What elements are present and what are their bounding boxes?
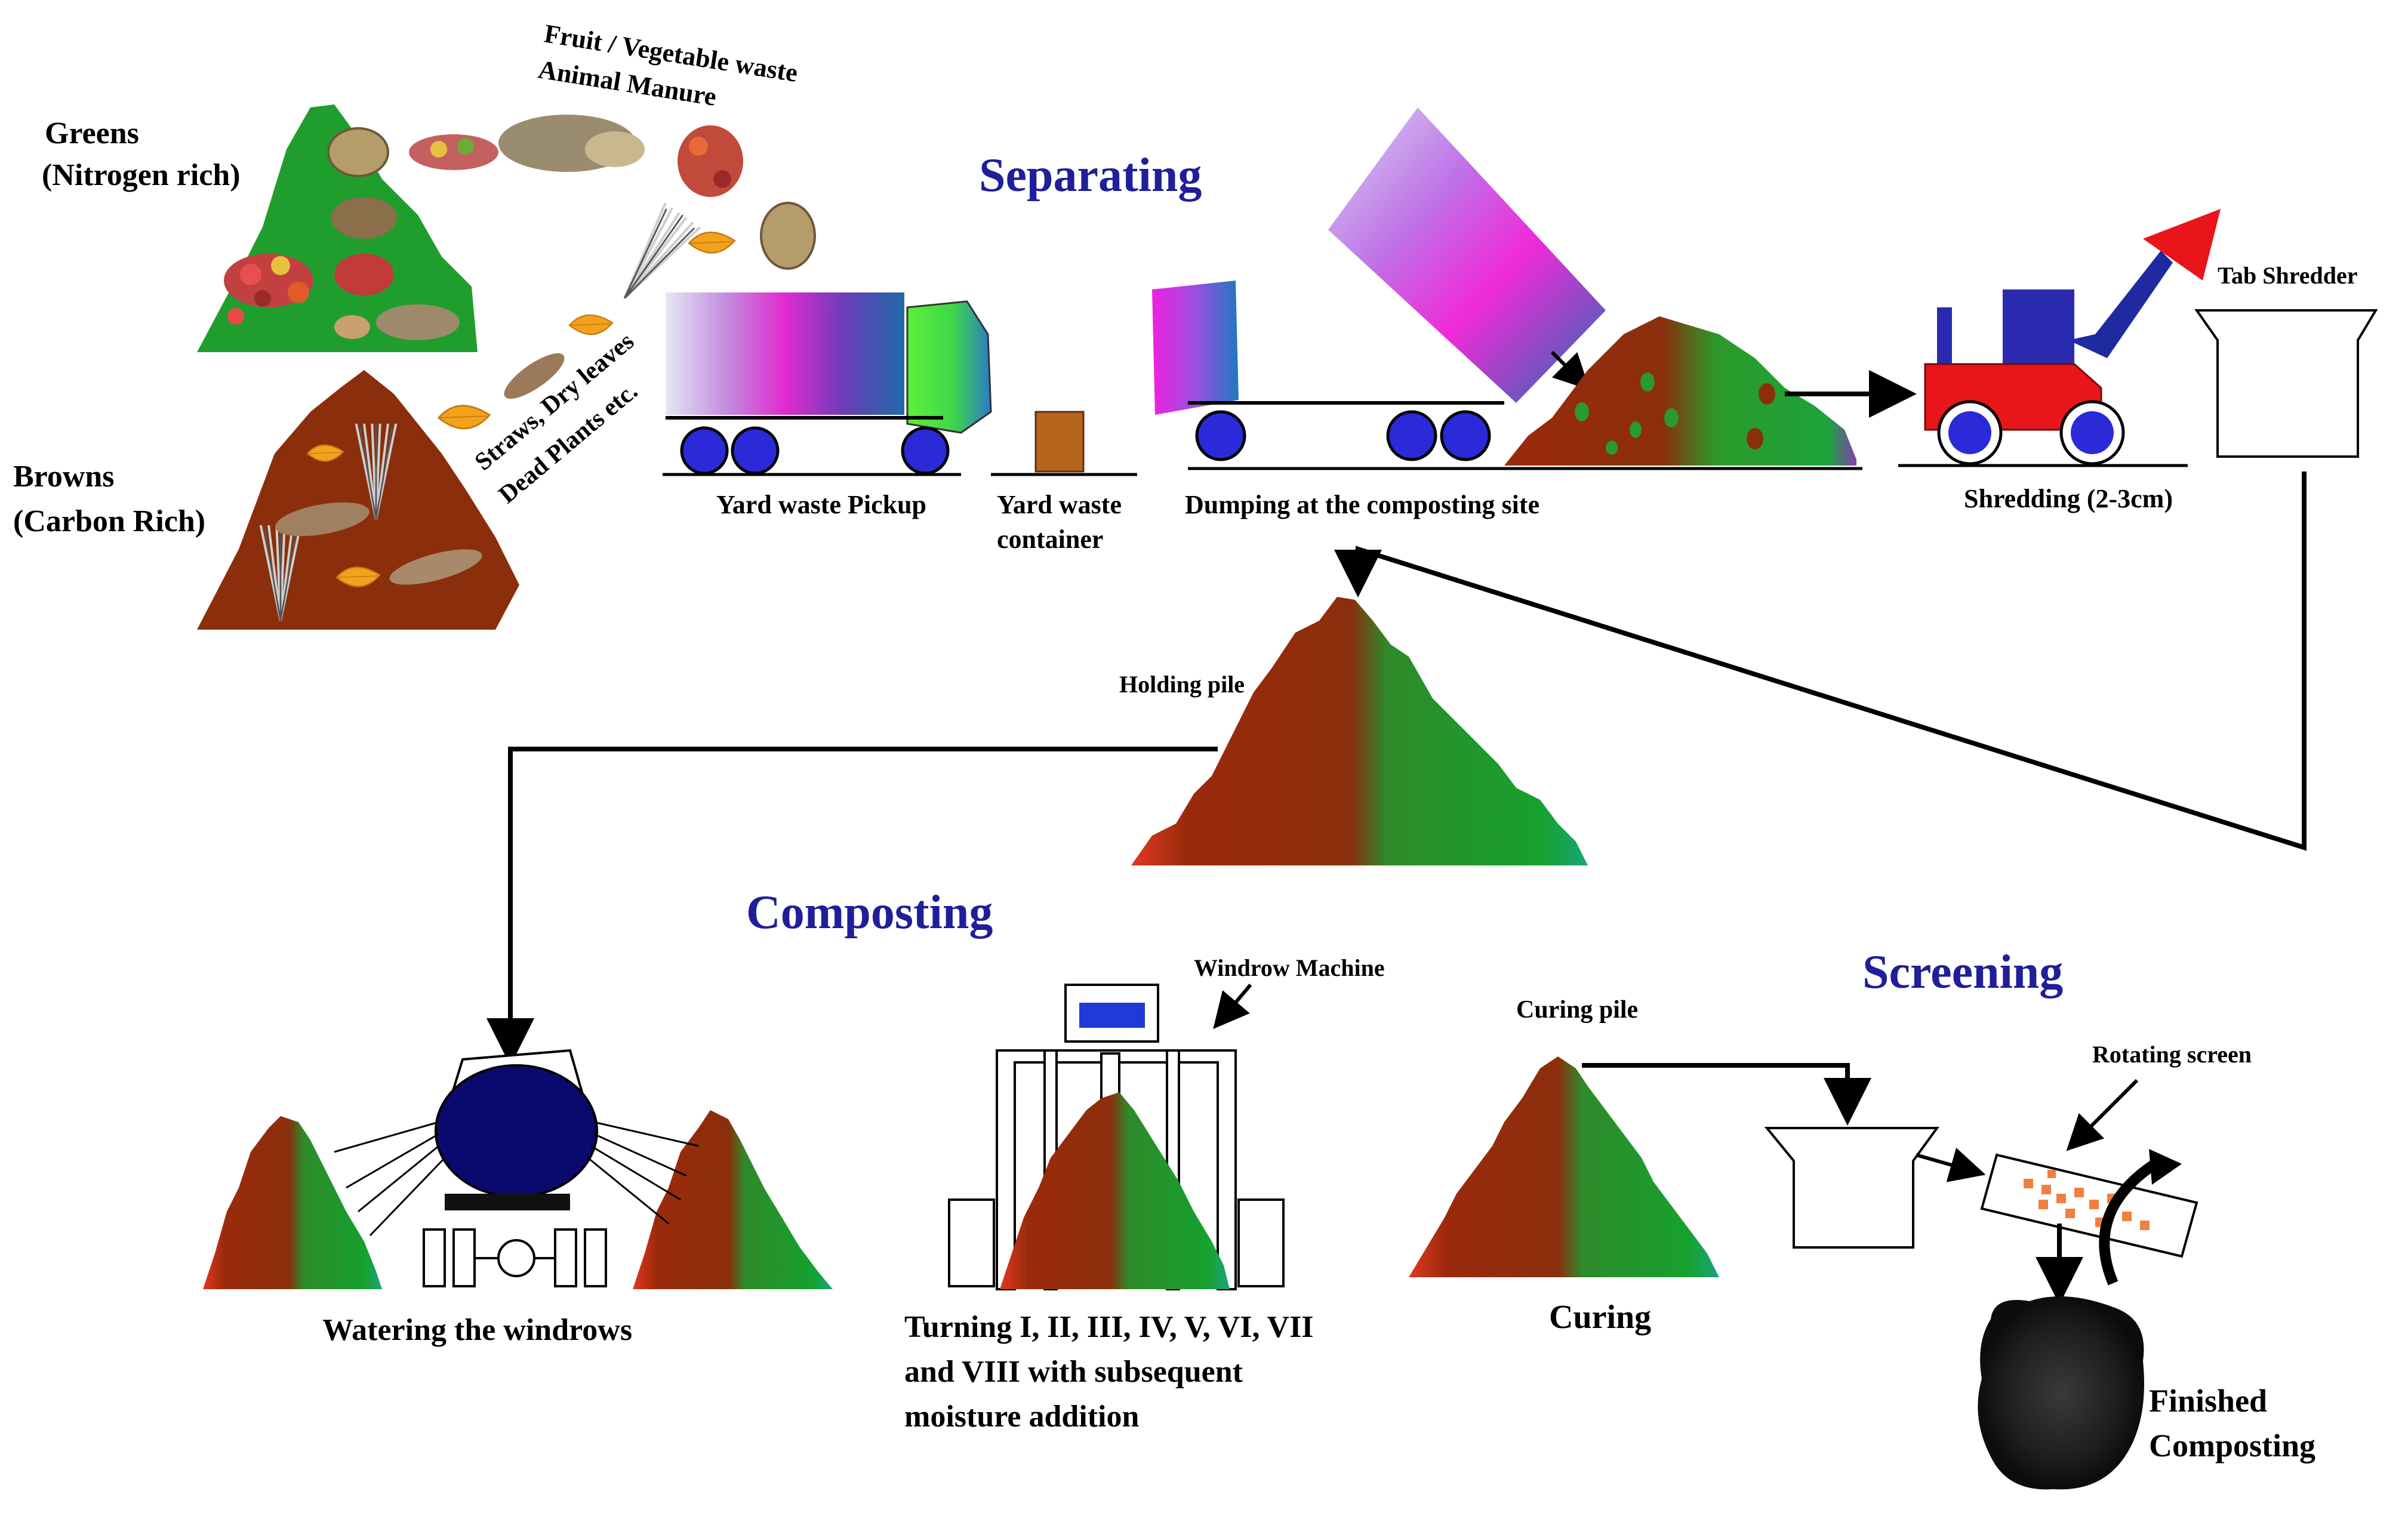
dumped-waste-pile [1504,316,1862,470]
curing-label: Curing [1549,1299,1651,1336]
screen-hopper [1764,1127,1939,1249]
wheel-icon [1440,410,1491,461]
section-title-screening: Screening [1862,946,2063,999]
wheel-icon [1195,410,1246,461]
arrow-to-rotating-screen-label [2066,1079,2139,1151]
arrow-to-rotating-screen [1916,1147,1986,1182]
finished-composting-sublabel: Composting [2149,1428,2315,1463]
holding-pile-label: Holding pile [1119,671,1245,698]
turning-label-line2: and VIII with subsequent [904,1355,1243,1389]
holding-pile [1131,597,1588,865]
browns-label: Browns [13,460,115,494]
shredding-label: Shredding (2-3cm) [1964,484,2173,513]
flag-icon [2143,209,2221,281]
fruit-vegetable-waste-images [409,115,816,430]
turning-label-line3: moisture addition [904,1400,1140,1434]
arrow-to-windrow-machine [1213,984,1252,1030]
curing-pile [1409,1056,1719,1277]
arrow-to-screen-hopper [1582,1063,1871,1126]
watering-label: Watering the windrows [322,1313,632,1347]
rotating-screen-label: Rotating screen [2092,1041,2252,1068]
section-title-composting: Composting [746,886,993,939]
dumping-label: Dumping at the composting site [1185,490,1539,519]
wheel-icon [731,426,780,475]
dump-arrow [1550,350,1590,390]
browns-pile [197,370,519,630]
shredder-tractor [1898,209,2221,467]
yard-waste-container-label: Yard waste [997,490,1122,519]
curing-pile-label: Curing pile [1516,996,1638,1024]
greens-sublabel: (Nitrogen rich) [42,158,241,192]
wheel-icon [1386,410,1437,461]
finished-composting-label: Finished [2149,1383,2267,1419]
greens-label: Greens [45,116,139,150]
tab-shredder-hopper [2194,309,2378,458]
yard-waste-pickup-truck [663,292,992,476]
section-title-separating: Separating [979,149,1202,202]
tab-shredder-label: Tab Shredder [2218,262,2358,289]
wheel-icon [680,426,729,475]
yard-waste-container-sublabel: container [997,525,1103,554]
water-tank-icon [435,1064,598,1198]
windrow-machine [948,984,1285,1290]
browns-sublabel: (Carbon Rich) [13,504,205,538]
greens-pile [197,104,478,352]
windrow-machine-label: Windrow Machine [1194,954,1385,981]
rotating-screen [1980,1149,2198,1286]
watering-windrows [203,1049,833,1289]
yard-waste-container [991,411,1137,476]
yard-waste-pickup-label: Yard waste Pickup [716,490,926,519]
wheel-icon [901,426,950,475]
finished-compost-pile [1978,1296,2144,1490]
arrow-to-watering [486,747,1218,1066]
turning-label-line1: Turning I, II, III, IV, V, VI, VII [904,1310,1314,1344]
dumping-truck [1152,107,1606,470]
rotation-arrow-icon [2099,1159,2158,1286]
